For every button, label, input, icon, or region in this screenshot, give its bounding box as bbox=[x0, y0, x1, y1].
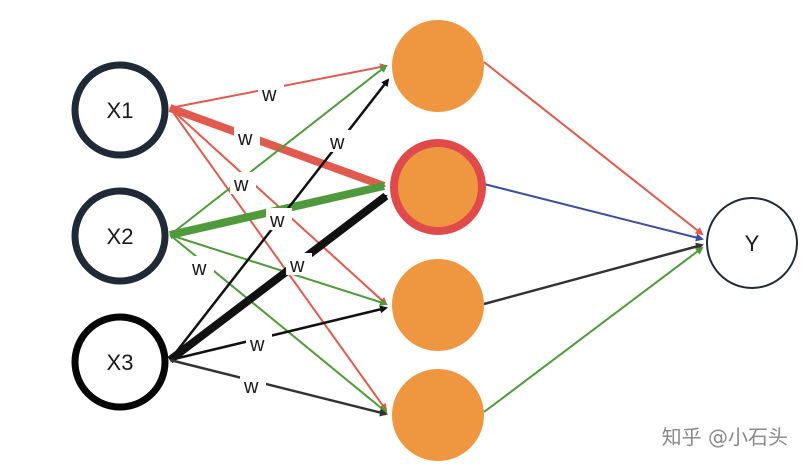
input-node-x3: X3 bbox=[71, 313, 169, 411]
edge-x2-h3 bbox=[169, 234, 388, 306]
edge-x1-h3 bbox=[169, 107, 388, 306]
edge-x1-h4 bbox=[169, 107, 388, 412]
svg-text:w: w bbox=[243, 376, 259, 398]
edge-h2-y bbox=[483, 183, 704, 242]
hidden-node-4 bbox=[392, 369, 484, 461]
weight-label: w bbox=[188, 256, 214, 280]
edge-x1-h2 bbox=[168, 104, 386, 190]
hidden-node-3 bbox=[392, 259, 484, 351]
svg-text:w: w bbox=[289, 255, 305, 277]
edge-h1-y bbox=[483, 61, 704, 236]
weight-label: w bbox=[234, 126, 260, 150]
edge-x3-h2 bbox=[167, 192, 389, 364]
edge-x3-h4 bbox=[169, 358, 388, 417]
hidden-node-1 bbox=[392, 20, 484, 112]
output-node-y: Y bbox=[706, 197, 798, 289]
svg-text:w: w bbox=[261, 84, 277, 106]
svg-text:w: w bbox=[237, 128, 253, 150]
svg-text:w: w bbox=[233, 174, 249, 196]
weight-label: w bbox=[266, 208, 292, 232]
input-node-x1: X1 bbox=[71, 61, 169, 159]
edges-hidden-output bbox=[483, 61, 704, 413]
svg-text:w: w bbox=[329, 132, 345, 154]
hidden-layer bbox=[390, 20, 486, 461]
input-node-x2: X2 bbox=[71, 187, 169, 285]
weight-label: w bbox=[258, 82, 284, 106]
svg-text:w: w bbox=[191, 258, 207, 280]
weight-label: w bbox=[230, 172, 256, 196]
weight-labels: w w w w w w w w w bbox=[188, 82, 352, 398]
input-layer: X1 X2 X3 bbox=[71, 61, 169, 411]
edges-input-hidden bbox=[167, 63, 390, 417]
edge-x3-h3 bbox=[169, 305, 388, 362]
weight-label: w bbox=[246, 332, 272, 356]
input-label-x3: X3 bbox=[107, 350, 134, 375]
edge-x2-h1 bbox=[169, 64, 388, 236]
edge-h4-y bbox=[483, 246, 704, 413]
input-label-x1: X1 bbox=[107, 98, 134, 123]
svg-text:w: w bbox=[269, 210, 285, 232]
svg-text:w: w bbox=[249, 334, 265, 356]
weight-label: w bbox=[286, 253, 312, 277]
weight-label: w bbox=[240, 374, 266, 398]
hidden-node-2-highlighted bbox=[390, 139, 486, 235]
weight-label: w bbox=[326, 130, 352, 154]
output-label-y: Y bbox=[745, 231, 760, 256]
watermark-text: 知乎 @小石头 bbox=[662, 425, 788, 449]
edge-h3-y bbox=[483, 242, 704, 306]
input-label-x2: X2 bbox=[107, 224, 134, 249]
